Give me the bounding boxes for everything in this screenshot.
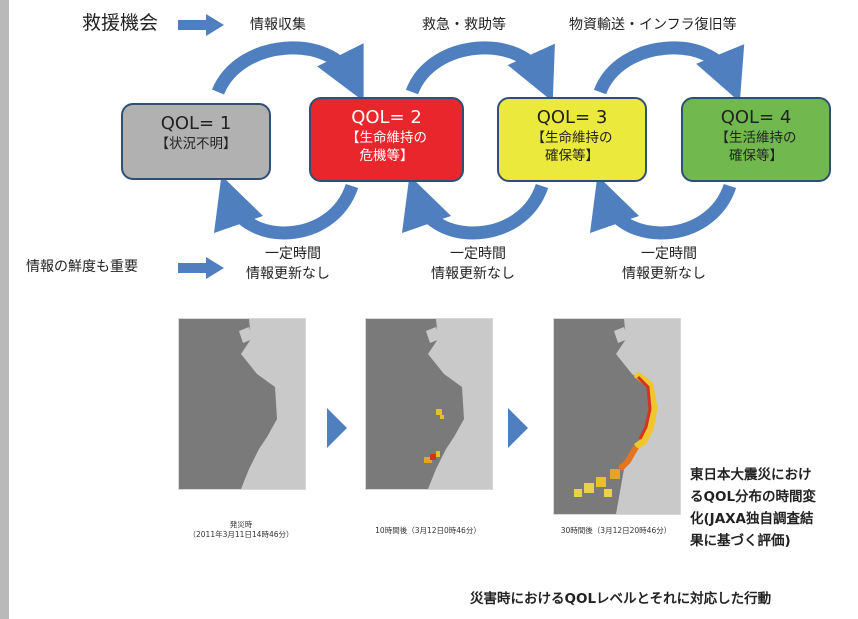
backward-arrow-1 (214, 175, 359, 240)
qol-map-10h (365, 318, 493, 490)
forward-arrow-2 (405, 41, 555, 102)
map-0h-image (179, 319, 277, 489)
qol-desc-4a: 【生活維持の (715, 130, 797, 146)
rescue-arrow-icon (178, 14, 224, 36)
decay-note-3-line2: 情報更新なし (622, 266, 706, 282)
side-caption: 東日本大震災におけ るQOL分布の時間変 化(JAXA独自調査結 果に基づく評価… (690, 464, 816, 552)
map-chevron-2 (508, 408, 528, 448)
action-label-2: 救急・救助等 (422, 17, 506, 33)
map-caption-0h-line1: 発災時 (229, 520, 253, 529)
map-30h-image (554, 319, 658, 514)
side-caption-line2: るQOL分布の時間変 (690, 489, 817, 505)
qol-level-1: QOL= 1 (160, 113, 232, 134)
qol-box-3: QOL= 3 【生命維持の 確保等】 (497, 97, 647, 182)
forward-arrow-1 (211, 41, 364, 102)
map-caption-0h-line2: （2011年3月11日14時46分） (188, 530, 294, 539)
map-caption-30h: 30時間後（3月12日20時46分） (560, 526, 672, 535)
qol-level-4: QOL= 4 (720, 107, 792, 128)
map-caption-10h: 10時間後（3月12日0時46分） (375, 526, 481, 535)
side-caption-line4: 果に基づく評価) (690, 533, 791, 549)
side-caption-line1: 東日本大震災におけ (690, 467, 812, 483)
backward-arrow-3 (590, 175, 737, 240)
qol-box-4: QOL= 4 【生活維持の 確保等】 (681, 97, 831, 182)
map-chevron-1 (327, 408, 347, 448)
action-label-3: 物資輸送・インフラ復旧等 (569, 17, 737, 33)
action-label-1: 情報収集 (250, 17, 306, 33)
qol-desc-1: 【状況不明】 (155, 136, 237, 152)
decay-note-1: 一定時間 情報更新なし (246, 244, 330, 284)
map-caption-0h: 発災時 （2011年3月11日14時46分） (178, 520, 304, 540)
forward-arrow-3 (593, 41, 745, 103)
left-edge-bar (0, 0, 9, 619)
qol-desc-2a: 【生命維持の (346, 130, 427, 146)
qol-desc-2b: 危機等】 (359, 148, 414, 164)
freshness-arrow-icon (178, 257, 224, 279)
freshness-label: 情報の鮮度も重要 (26, 259, 138, 275)
qol-level-3: QOL= 3 (536, 107, 608, 128)
decay-note-1-line1: 一定時間 (265, 246, 321, 262)
qol-box-2: QOL= 2 【生命維持の 危機等】 (309, 97, 464, 182)
qol-level-2: QOL= 2 (351, 107, 422, 128)
qol-desc-3a: 【生命維持の (531, 130, 613, 146)
decay-note-2-line2: 情報更新なし (431, 266, 515, 282)
decay-note-2: 一定時間 情報更新なし (431, 244, 515, 284)
backward-arrow-2 (402, 175, 549, 240)
transition-arrows (211, 41, 745, 240)
figure-caption: 災害時におけるQOLレベルとそれに対応した行動 (470, 591, 772, 607)
qol-desc-4b: 確保等】 (729, 148, 783, 164)
decay-note-1-line2: 情報更新なし (246, 266, 330, 282)
decay-note-3: 一定時間 情報更新なし (622, 244, 706, 284)
qol-map-0h (178, 318, 306, 490)
decay-note-3-line1: 一定時間 (641, 246, 697, 262)
rescue-opportunity-label: 救援機会 (82, 12, 159, 34)
side-caption-line3: 化(JAXA独自調査結 (690, 511, 814, 527)
qol-map-30h (553, 318, 681, 515)
decay-note-2-line1: 一定時間 (450, 246, 506, 262)
qol-box-1: QOL= 1 【状況不明】 (121, 103, 271, 180)
map-10h-image (366, 319, 464, 489)
qol-desc-3b: 確保等】 (545, 148, 599, 164)
